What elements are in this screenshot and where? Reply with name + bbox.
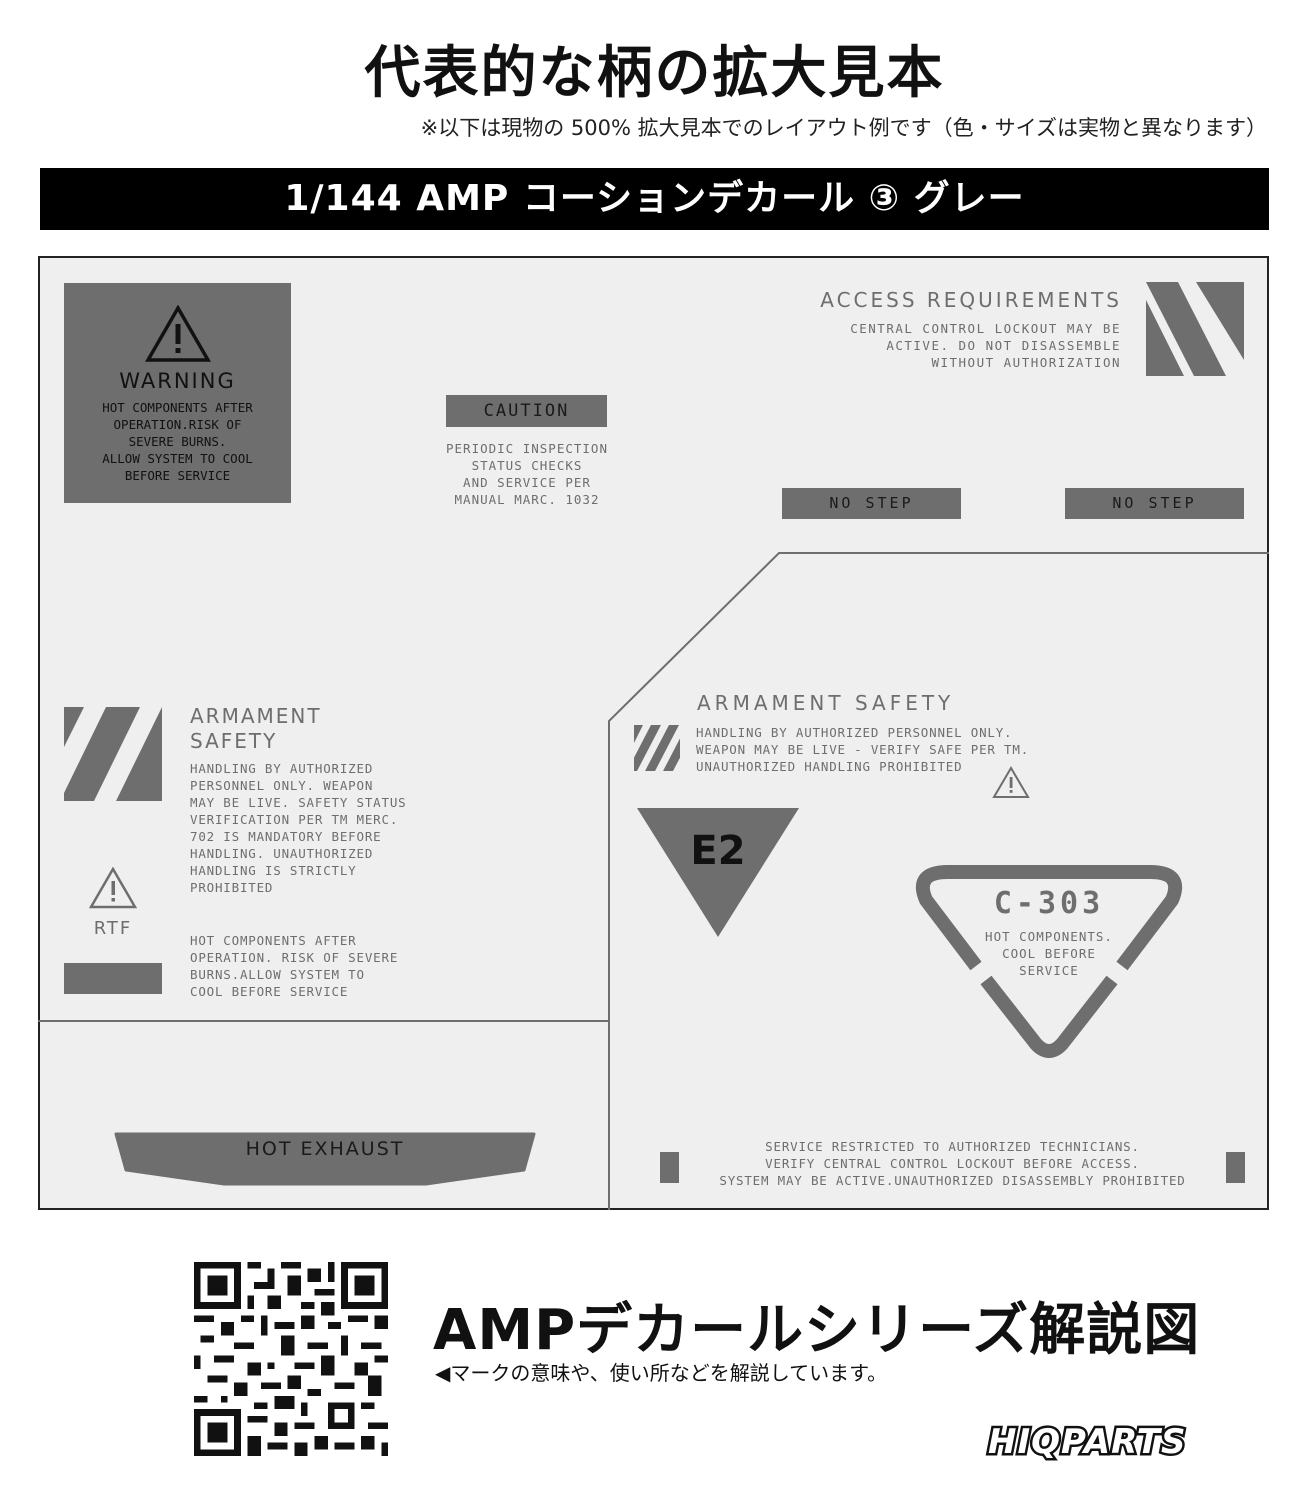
armament-hatch-icon xyxy=(634,725,680,771)
warning-title: WARNING xyxy=(119,369,236,393)
sheet-lines xyxy=(38,552,1269,1210)
c303-body: HOT COMPONENTS. COOL BEFORE SERVICE xyxy=(985,929,1113,978)
service-notice: SERVICE RESTRICTED TO AUTHORIZED TECHNIC… xyxy=(719,1139,1186,1188)
qr-code-icon xyxy=(194,1262,388,1456)
hot-exhaust-plate xyxy=(114,1132,536,1186)
c303-frame xyxy=(915,865,1183,1058)
brand-logo: HIQPARTS xyxy=(985,1420,1187,1465)
warning-icon xyxy=(145,305,211,362)
warning-body: HOT COMPONENTS AFTER OPERATION.RISK OF S… xyxy=(102,400,253,483)
guide-title: AMPデカールシリーズ解説図 xyxy=(433,1298,1201,1363)
product-banner: 1/144 AMP コーションデカール ③ グレー xyxy=(40,168,1269,230)
access-body: CENTRAL CONTROL LOCKOUT MAY BE ACTIVE. D… xyxy=(850,321,1121,370)
service-bar-right xyxy=(1226,1152,1245,1183)
armament-stripes-icon xyxy=(64,707,162,801)
small-warning-icon xyxy=(992,766,1030,798)
no-step-label-1: NO STEP xyxy=(782,488,961,519)
armament-right-title: ARMAMENT SAFETY xyxy=(697,691,955,715)
caution-body: PERIODIC INSPECTION STATUS CHECKS AND SE… xyxy=(446,441,608,507)
hot-components-left: HOT COMPONENTS AFTER OPERATION. RISK OF … xyxy=(190,933,399,999)
c303-title: C-303 xyxy=(993,886,1105,921)
page-subtitle: ※以下は現物の 500% 拡大見本でのレイアウト例です（色・サイズは実物と異なり… xyxy=(420,116,1267,140)
warning-decal: WARNING HOT COMPONENTS AFTER OPERATION.R… xyxy=(64,283,291,503)
guide-subtitle: ◀マークの意味や、使い所などを解説しています。 xyxy=(435,1361,888,1385)
e2-label: E2 xyxy=(690,828,746,874)
rtf-label: RTF xyxy=(93,918,133,939)
access-stripes-icon xyxy=(1146,282,1244,376)
page-title: 代表的な柄の拡大見本 xyxy=(364,41,945,106)
caution-label: CAUTION xyxy=(446,395,607,427)
rtf-warning-icon xyxy=(89,867,137,909)
no-step-label-2: NO STEP xyxy=(1065,488,1244,519)
grey-block xyxy=(64,963,162,994)
armament-left-body: HANDLING BY AUTHORIZED PERSONNEL ONLY. W… xyxy=(190,761,407,895)
hot-exhaust-label: HOT EXHAUST xyxy=(245,1138,405,1160)
access-title: ACCESS REQUIREMENTS xyxy=(820,288,1122,312)
armament-left-title: ARMAMENT SAFETY xyxy=(190,704,322,753)
armament-right-body: HANDLING BY AUTHORIZED PERSONNEL ONLY. W… xyxy=(696,725,1030,774)
service-bar-left xyxy=(660,1152,679,1183)
e2-triangle xyxy=(637,808,799,937)
